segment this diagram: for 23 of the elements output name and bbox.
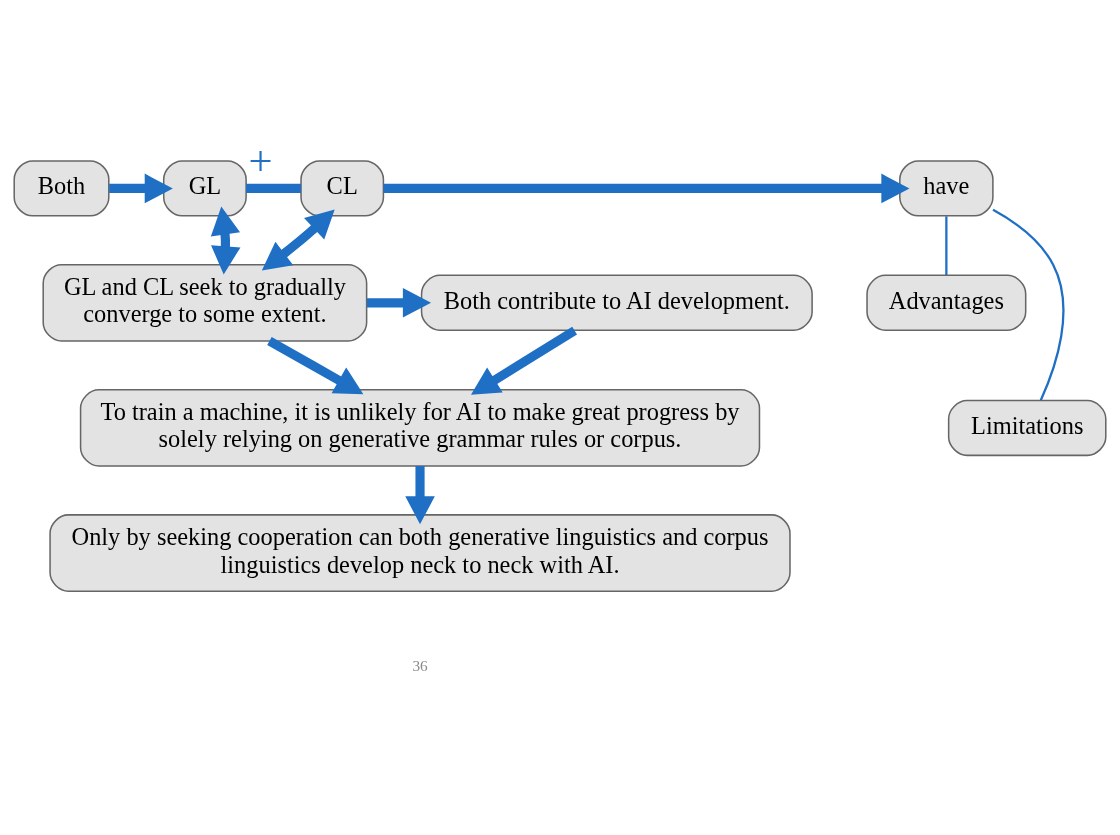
arrow: [367, 287, 432, 318]
node-box: have: [899, 159, 994, 217]
node-box: GL: [162, 159, 247, 217]
connector: [945, 215, 948, 275]
arrow: [267, 336, 364, 394]
label: 36: [412, 656, 428, 674]
node-box: CL: [300, 159, 385, 217]
node-box: To train a machine, it is unlikely for AI to make great progress by solely relying on generative grammar rules or corpus.: [79, 388, 761, 467]
arrow: [261, 209, 335, 270]
node-box: Advantages: [866, 274, 1027, 331]
node-box: Both: [13, 159, 110, 217]
arrow: [109, 173, 173, 203]
node-box: Both contribute to AI development.: [420, 274, 813, 331]
connector: [992, 208, 1065, 401]
node-box: GL and CL seek to gradually converge to some extent.: [42, 263, 368, 342]
node-box: Limitations: [947, 399, 1107, 456]
node-box: Only by seeking cooperation can both generative linguistics and corpus linguistics develop neck to neck with AI.: [49, 513, 791, 592]
connector: [246, 183, 301, 193]
arrow: [470, 326, 578, 395]
arrow: [210, 206, 241, 274]
arrow: [405, 465, 435, 524]
arrow: [383, 173, 910, 203]
edge-label: +: [248, 136, 273, 184]
